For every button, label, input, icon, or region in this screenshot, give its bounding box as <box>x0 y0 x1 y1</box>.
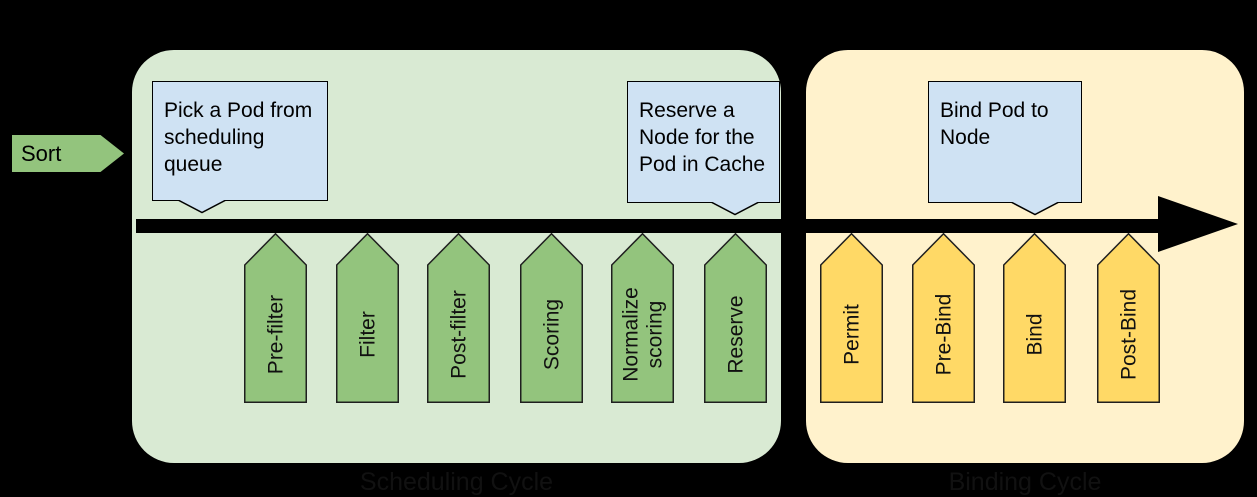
stage-permit: Permit <box>820 233 883 403</box>
callout-tail-icon <box>177 200 227 214</box>
stage-reserve: Reserve <box>704 233 767 403</box>
stage-pre-filter: Pre-filter <box>244 233 307 403</box>
stage-label: Filter <box>355 310 379 358</box>
stage-label: Post-filter <box>446 289 470 379</box>
stage-label: Pre-filter <box>263 294 287 374</box>
stage-post-bind: Post-Bind <box>1097 233 1160 403</box>
stage-pre-bind: Pre-Bind <box>912 233 975 403</box>
callout-bind-pod: Bind Pod to Node <box>928 81 1082 216</box>
stage-label: Scoring <box>539 298 563 370</box>
timeline-arrowhead-icon <box>1158 196 1238 252</box>
sort-arrow: Sort <box>12 135 124 172</box>
binding-cycle-title: Binding Cycle <box>948 468 1102 496</box>
callout-pick-pod: Pick a Pod from scheduling queue <box>152 81 328 214</box>
callout-reserve-node-text: Reserve a Node for the Pod in Cache <box>639 99 766 176</box>
stage-normalize-scoring: Normalize scoring <box>611 233 674 403</box>
callout-reserve-node: Reserve a Node for the Pod in Cache <box>627 81 780 216</box>
stage-bind: Bind <box>1003 233 1066 403</box>
stage-scoring: Scoring <box>520 233 583 403</box>
scheduling-cycle-title: Scheduling Cycle <box>359 468 554 496</box>
callout-pick-pod-text: Pick a Pod from scheduling queue <box>164 99 313 176</box>
callout-bind-pod-text: Bind Pod to Node <box>940 99 1049 149</box>
sort-label: Sort <box>21 140 62 166</box>
stage-label: Post-Bind <box>1116 288 1140 380</box>
callout-tail-icon <box>1010 202 1060 216</box>
stage-filter: Filter <box>336 233 399 403</box>
stage-post-filter: Post-filter <box>427 233 490 403</box>
stage-label: Normalize scoring <box>618 286 666 382</box>
stage-label: Bind <box>1022 312 1046 356</box>
stage-label: Reserve <box>723 294 747 374</box>
callout-tail-icon <box>710 202 760 216</box>
timeline-arrow <box>136 219 1166 233</box>
stage-label: Pre-Bind <box>931 293 955 375</box>
stage-label: Permit <box>839 303 863 365</box>
